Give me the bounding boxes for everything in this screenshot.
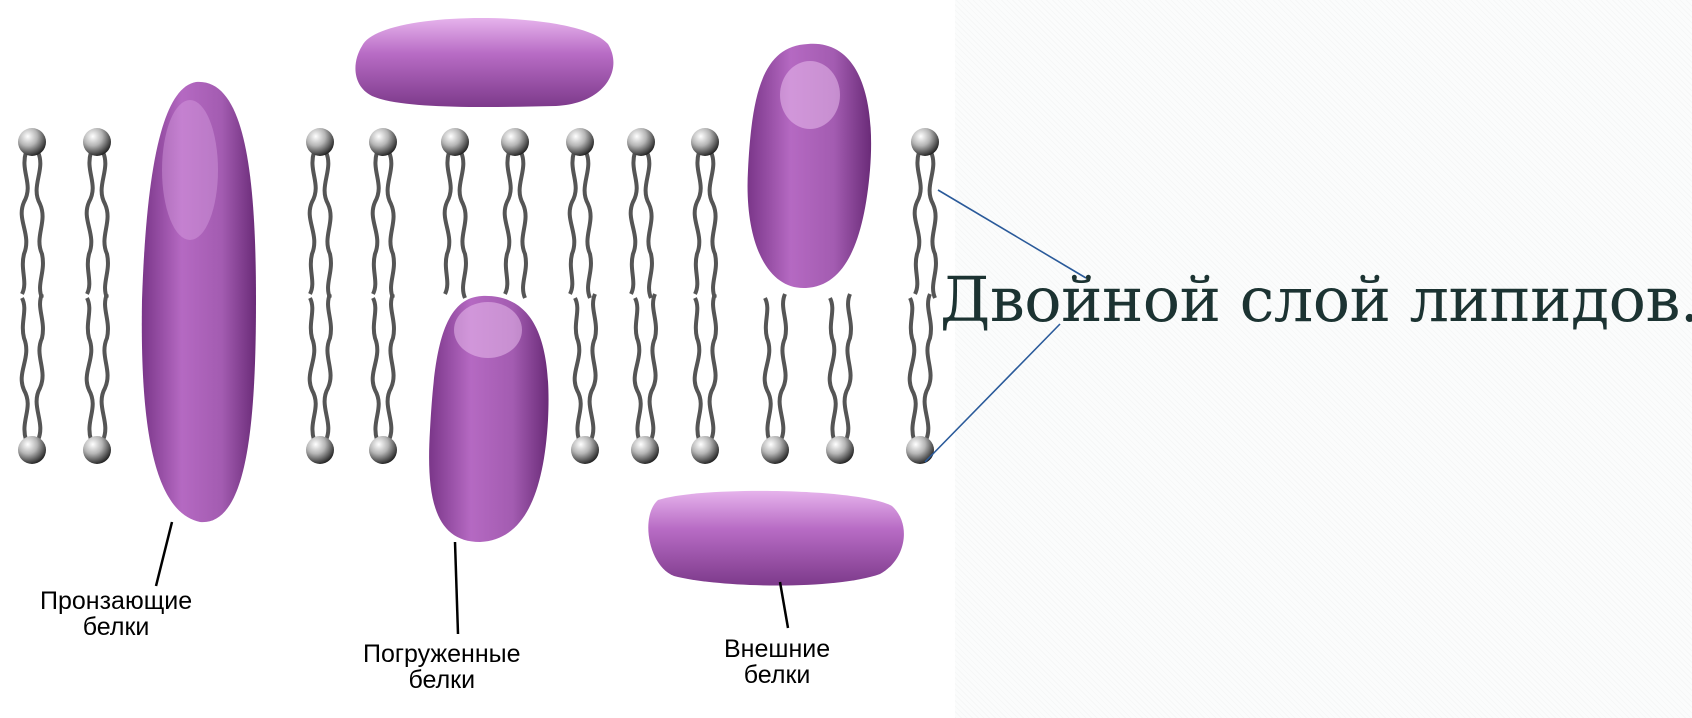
title-pointer-lower: [925, 324, 1060, 462]
peripheral-protein-bottom: [648, 491, 904, 586]
lipid-molecule: [906, 294, 934, 464]
lipid-molecule: [501, 128, 529, 298]
label-line: белки: [40, 614, 192, 640]
lipid-molecule: [306, 294, 334, 464]
peripheral-protein-top: [355, 18, 613, 107]
lipid-molecule: [761, 294, 789, 464]
label-line: Пронзающие: [40, 588, 192, 614]
lipid-molecule: [83, 128, 111, 298]
label-pointer-embedded: [455, 542, 458, 634]
label-line: белки: [724, 662, 830, 688]
lipid-molecule: [691, 128, 719, 298]
label-line: Внешние: [724, 636, 830, 662]
lipid-molecule: [566, 128, 594, 298]
lipid-molecule: [911, 128, 939, 298]
lipid-bilayer-title: Двойной слой липидов.: [940, 263, 1692, 336]
lipid-molecule: [631, 294, 659, 464]
lipid-molecule: [826, 294, 854, 464]
label-embedded-proteins: Погруженные белки: [363, 641, 521, 693]
lipid-molecule: [369, 294, 397, 464]
lipid-molecule: [441, 128, 469, 298]
label-transmembrane-proteins: Пронзающие белки: [40, 588, 192, 640]
lipid-molecule: [691, 294, 719, 464]
lipid-molecule: [627, 128, 655, 298]
lipid-molecule: [571, 294, 599, 464]
label-line: белки: [363, 667, 521, 693]
lipid-molecule: [18, 128, 46, 298]
lipid-molecule: [83, 294, 111, 464]
lipid-molecule: [369, 128, 397, 298]
lipid-molecule: [18, 294, 46, 464]
label-pointer-peripheral: [780, 582, 788, 628]
label-pointer-transmembrane: [156, 522, 172, 586]
label-peripheral-proteins: Внешние белки: [724, 636, 830, 688]
label-line: Погруженные: [363, 641, 521, 667]
lipid-molecule: [306, 128, 334, 298]
